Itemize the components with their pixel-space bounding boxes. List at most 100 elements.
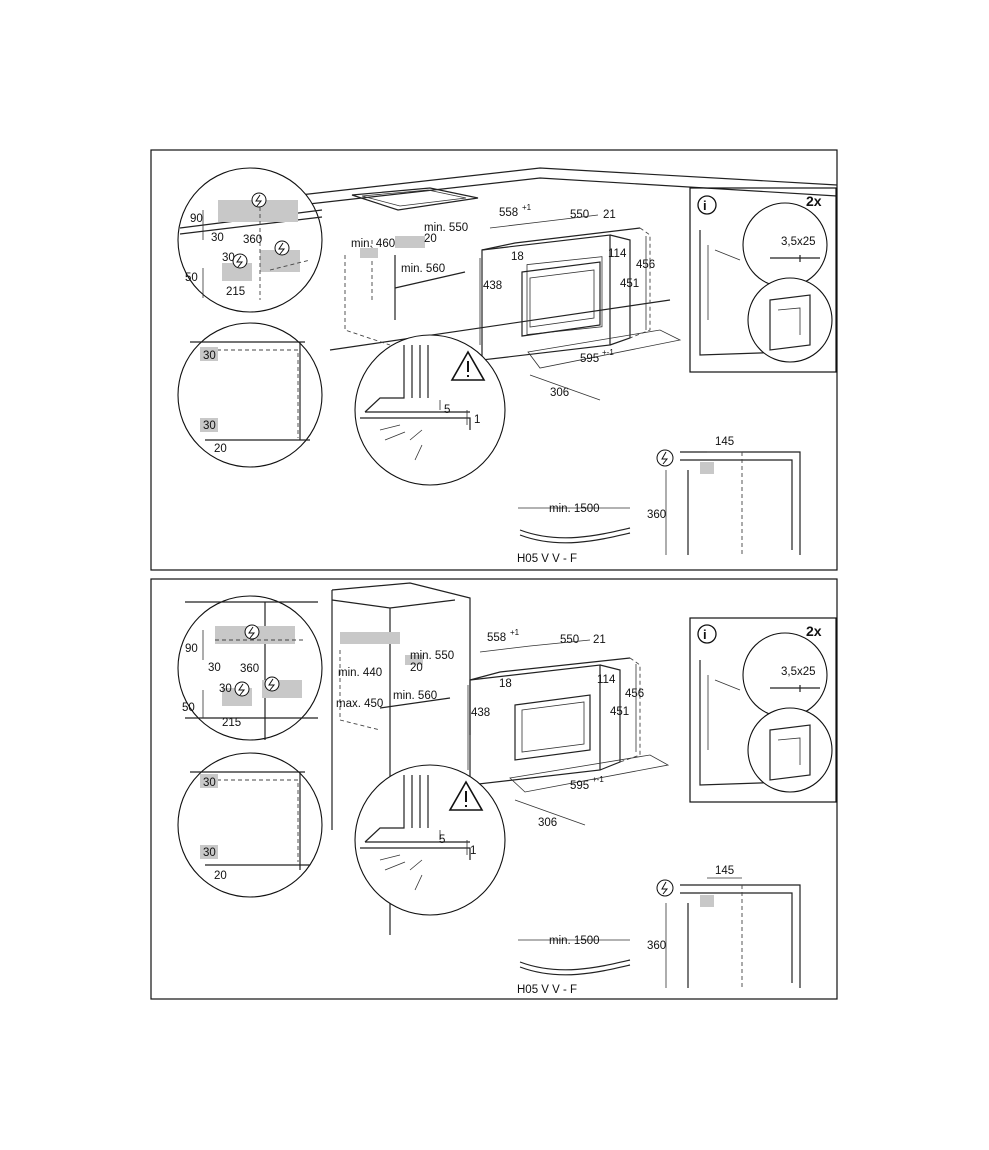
cabinet-niche bbox=[344, 236, 466, 346]
dim-360: 360 bbox=[240, 663, 259, 675]
dim-145: 145 bbox=[715, 865, 734, 877]
dim-451: 451 bbox=[620, 278, 639, 290]
electrical-connection-icon bbox=[234, 681, 250, 697]
electrical-connection-icon bbox=[251, 192, 267, 208]
dim-min-550: min. 550 bbox=[410, 650, 454, 662]
info-icon bbox=[697, 195, 717, 215]
dim-595: 595 bbox=[570, 780, 589, 792]
dim-50: 50 bbox=[185, 272, 198, 284]
dim-550: 550 bbox=[570, 209, 589, 221]
dim-550: 550 bbox=[560, 634, 579, 646]
dim-438: 438 bbox=[483, 280, 502, 292]
dim-456: 456 bbox=[625, 688, 644, 700]
panel-frame bbox=[150, 578, 838, 1000]
cable-min-length: min. 1500 bbox=[549, 935, 600, 947]
dim-20: 20 bbox=[410, 662, 423, 674]
info-glyph: i bbox=[703, 627, 707, 642]
dim-30: 30 bbox=[203, 847, 216, 859]
dim-21: 21 bbox=[593, 634, 606, 646]
tall-cabinet bbox=[331, 582, 471, 935]
worktop-with-hob bbox=[299, 167, 838, 351]
dim-456: 456 bbox=[636, 259, 655, 271]
dim-min-550: min. 550 bbox=[424, 222, 468, 234]
dim-1: 1 bbox=[470, 845, 476, 857]
edge-clearance-detail: 5 1 bbox=[354, 334, 506, 486]
dim-18: 18 bbox=[499, 678, 512, 690]
oven-dimensions: 558 +1 550 21 18 114 456 438 451 595 +-1… bbox=[479, 203, 655, 401]
quantity-2x: 2x bbox=[806, 623, 822, 639]
dim-max-450: max. 450 bbox=[336, 698, 383, 710]
oven-drawing bbox=[481, 227, 682, 369]
dim-451: 451 bbox=[610, 706, 629, 718]
cable-type: H05 V V - F bbox=[517, 553, 577, 565]
dim-360: 360 bbox=[647, 509, 666, 521]
dim-595: 595 bbox=[580, 353, 599, 365]
electrical-connection-icon bbox=[656, 879, 674, 897]
cable-min-length: min. 1500 bbox=[549, 503, 600, 515]
dim-50: 50 bbox=[182, 702, 195, 714]
side-spacing-detail: 30 30 20 bbox=[177, 322, 323, 468]
screw-size: 3,5x25 bbox=[781, 666, 816, 678]
electrical-connection-icon bbox=[264, 676, 280, 692]
dim-30: 30 bbox=[208, 662, 221, 674]
dim-30: 30 bbox=[203, 420, 216, 432]
cable-type: H05 V V - F bbox=[517, 984, 577, 996]
dim-558: 558 bbox=[487, 632, 506, 644]
dim-20: 20 bbox=[424, 233, 437, 245]
power-cable-spec: min. 1500 H05 V V - F bbox=[517, 935, 631, 996]
socket-position-detail: 90 30 360 30 50 215 bbox=[177, 167, 323, 313]
dim-595-tolerance: +-1 bbox=[602, 348, 614, 357]
dim-min-460: min. 460 bbox=[351, 238, 395, 250]
socket-rear-detail: 145 360 bbox=[647, 436, 801, 555]
niche-dimensions: min. 460 min. 550 20 min. 560 bbox=[351, 222, 468, 275]
dim-min-560: min. 560 bbox=[393, 690, 437, 702]
info-glyph: i bbox=[703, 198, 707, 213]
dim-90: 90 bbox=[190, 213, 203, 225]
dim-215: 215 bbox=[222, 717, 241, 729]
fixing-info-box: i 2x 3,5x25 bbox=[689, 187, 837, 373]
dim-5: 5 bbox=[444, 404, 450, 416]
dim-5: 5 bbox=[439, 834, 445, 846]
panel-frame bbox=[150, 149, 838, 571]
dim-558-tolerance: +1 bbox=[510, 628, 520, 637]
dim-30: 30 bbox=[203, 350, 216, 362]
power-cable-spec: min. 1500 H05 V V - F bbox=[517, 503, 631, 565]
dim-595-tolerance: +-1 bbox=[592, 775, 604, 784]
dim-360: 360 bbox=[647, 940, 666, 952]
dim-30: 30 bbox=[219, 683, 232, 695]
dim-20: 20 bbox=[214, 443, 227, 455]
panel-2: 558 +1 550 21 18 114 456 438 451 595 +-1… bbox=[150, 578, 838, 1000]
dim-min-560: min. 560 bbox=[401, 263, 445, 275]
socket-position-detail: 90 30 360 30 50 215 bbox=[177, 595, 323, 741]
screw-size: 3,5x25 bbox=[781, 236, 816, 248]
dim-360: 360 bbox=[243, 234, 262, 246]
dim-18: 18 bbox=[511, 251, 524, 263]
info-icon bbox=[697, 624, 717, 644]
dim-30: 30 bbox=[222, 252, 235, 264]
dim-90: 90 bbox=[185, 643, 198, 655]
oven-drawing bbox=[469, 657, 670, 793]
side-spacing-detail: 30 30 20 bbox=[177, 752, 323, 898]
oven-dimensions: 558 +1 550 21 18 114 456 438 451 595 +-1… bbox=[467, 628, 644, 829]
dim-438: 438 bbox=[471, 707, 490, 719]
dim-558-tolerance: +1 bbox=[522, 203, 532, 212]
dim-min-440: min. 440 bbox=[338, 667, 382, 679]
dim-114: 114 bbox=[597, 674, 616, 686]
electrical-connection-icon bbox=[232, 253, 248, 269]
dim-1: 1 bbox=[474, 414, 480, 426]
quantity-2x: 2x bbox=[806, 193, 822, 209]
edge-clearance-detail: 5 1 bbox=[354, 764, 506, 916]
dim-145: 145 bbox=[715, 436, 734, 448]
socket-rear-detail: 145 360 bbox=[647, 865, 801, 988]
electrical-connection-icon bbox=[274, 240, 290, 256]
dim-306: 306 bbox=[538, 817, 557, 829]
dim-306: 306 bbox=[550, 387, 569, 399]
dim-114: 114 bbox=[608, 248, 627, 260]
niche-dimensions: min. 440 max. 450 min. 550 20 min. 560 bbox=[336, 650, 454, 710]
dim-30: 30 bbox=[211, 232, 224, 244]
fixing-info-box: i 2x 3,5x25 bbox=[689, 617, 837, 803]
dim-21: 21 bbox=[603, 209, 616, 221]
dim-215: 215 bbox=[226, 286, 245, 298]
panel-1: 558 +1 550 21 18 114 456 438 451 595 +-1… bbox=[150, 149, 838, 571]
